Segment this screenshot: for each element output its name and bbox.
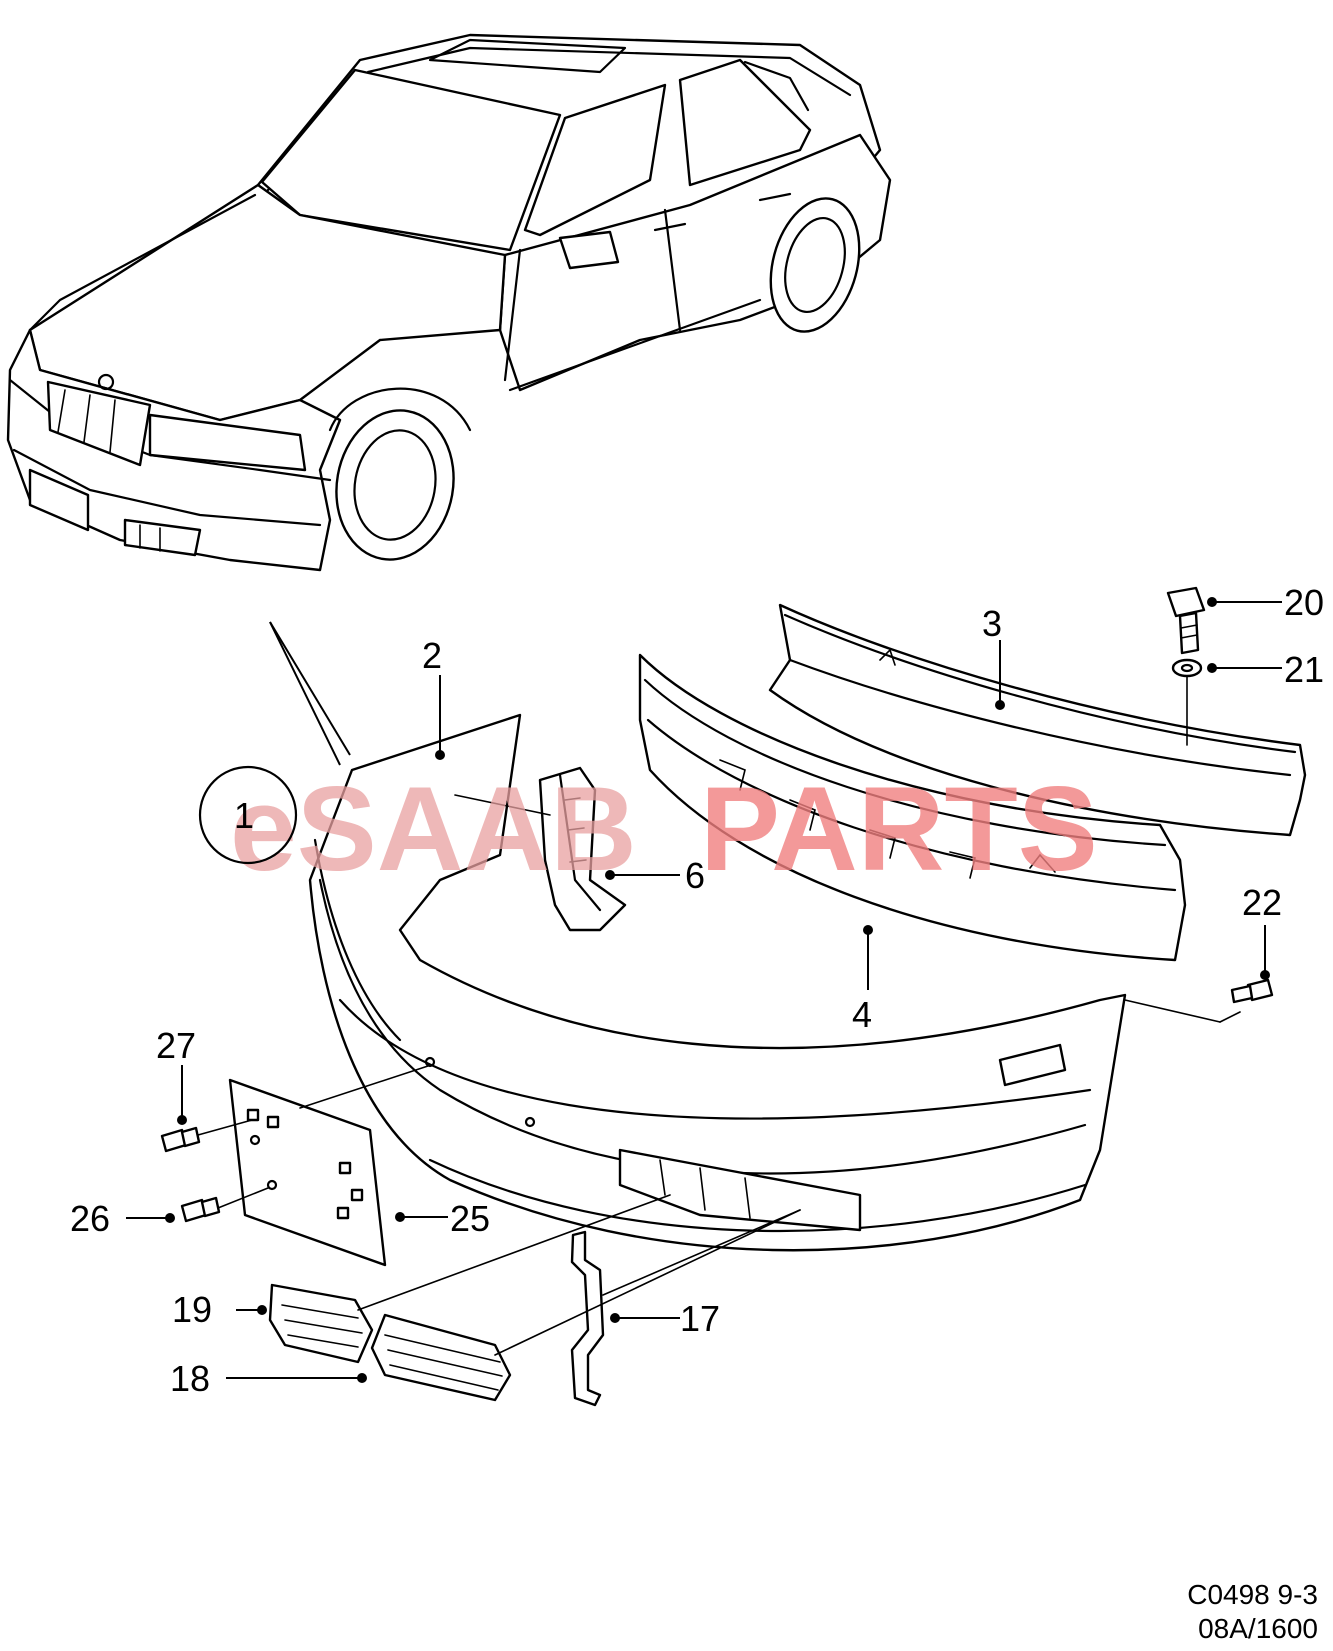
callout-20[interactable]: 20 (1284, 582, 1324, 623)
part-25-plate-holder (228, 1078, 387, 1267)
leader-dots (165, 597, 1270, 1383)
callout-6[interactable]: 6 (685, 855, 705, 896)
car-to-bumper-leader (269, 621, 351, 756)
callout-27[interactable]: 27 (156, 1025, 196, 1066)
callout-21[interactable]: 21 (1284, 649, 1324, 690)
part-3-reinforcement (768, 603, 1307, 837)
callout-19[interactable]: 19 (172, 1289, 212, 1330)
car-illustration (6, 33, 892, 572)
callout-22[interactable]: 22 (1242, 882, 1282, 923)
callout-4[interactable]: 4 (852, 994, 872, 1035)
callout-labels: 1 2 3 4 6 17 18 19 20 21 22 25 26 27 (70, 582, 1324, 1399)
watermark: eSAAB PARTS (230, 762, 1098, 896)
callout-17[interactable]: 17 (680, 1298, 720, 1339)
drawing-code-line-2: 08A/1600 (1198, 1613, 1318, 1644)
callout-1[interactable]: 1 (234, 795, 254, 836)
part-17-strip (570, 1230, 605, 1407)
drawing-code: C0498 9-3 08A/1600 (1187, 1579, 1318, 1644)
watermark-suffix: PARTS (700, 762, 1098, 896)
part-21-washer (1171, 658, 1203, 678)
callout-25[interactable]: 25 (450, 1198, 490, 1239)
leader-lines (126, 601, 1282, 1379)
part-20-bolt (1166, 586, 1206, 655)
watermark-prefix: eSAAB (230, 762, 637, 896)
part-19-grille (268, 1283, 374, 1364)
callout-26[interactable]: 26 (70, 1198, 110, 1239)
callout-18[interactable]: 18 (170, 1358, 210, 1399)
part-27-screw (160, 1126, 201, 1153)
callout-2[interactable]: 2 (422, 635, 442, 676)
part-22-screw (1230, 978, 1274, 1004)
callout-3[interactable]: 3 (982, 603, 1002, 644)
part-6-bracket (538, 766, 627, 932)
part-4-energy-absorber (638, 653, 1187, 962)
part-26-screw (180, 1196, 221, 1223)
part-18-grille (370, 1313, 512, 1402)
drawing-code-line-1: C0498 9-3 (1187, 1579, 1318, 1610)
callout-1-circle (198, 765, 298, 865)
